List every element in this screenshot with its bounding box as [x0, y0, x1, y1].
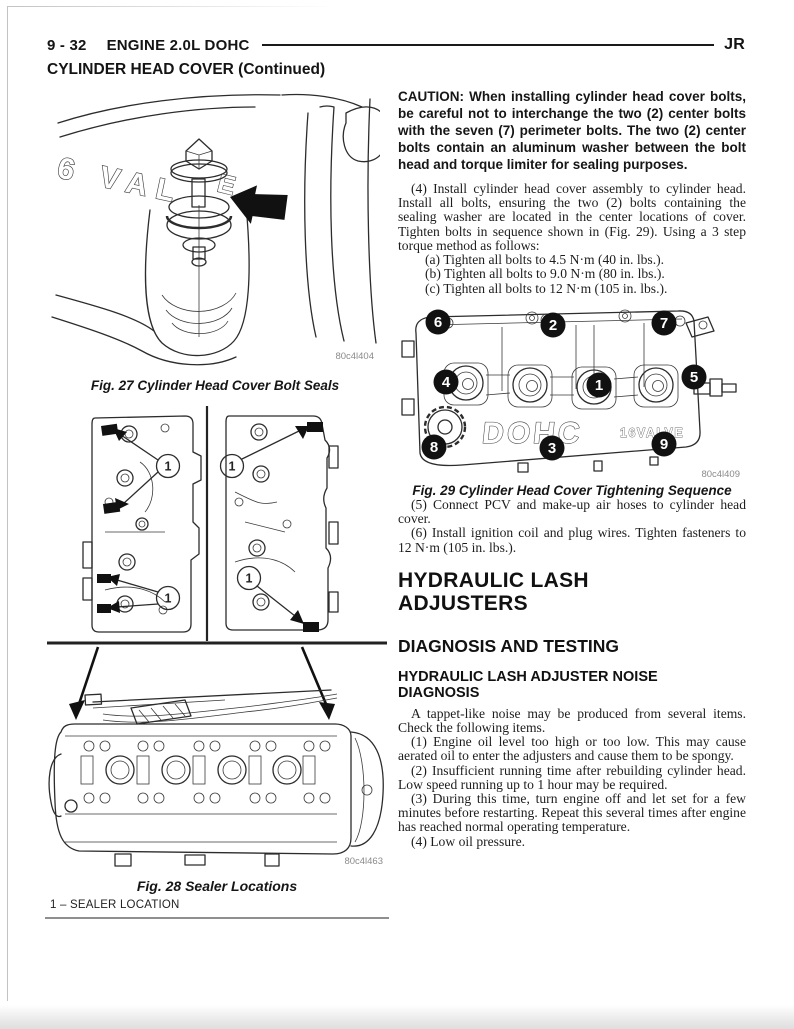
substep-c: (c) Tighten all bolts to 12 N·m (105 in.… — [425, 280, 668, 296]
embossed-valve-text: 6 VAL — [55, 152, 187, 211]
page-number: 9 - 32 — [47, 36, 87, 54]
head-end-view-left — [82, 415, 202, 633]
sequence-badge: 7 — [660, 315, 668, 332]
fig27-illustration: 6 VAL E — [51, 93, 380, 366]
callout-1: 1 — [229, 460, 236, 474]
fig28-code: 80c4l463 — [344, 856, 383, 867]
caution-note: CAUTION: When installing cylinder head c… — [398, 89, 746, 172]
cylinder-head-overview — [48, 689, 384, 867]
step-6-text: (6) Install ignition coil and plug wires… — [398, 525, 746, 555]
callout-1: 1 — [165, 592, 172, 606]
callout-1: 1 — [246, 572, 253, 586]
sequence-badge: 1 — [595, 377, 603, 394]
right-column: CAUTION: When installing cylinder head c… — [398, 88, 746, 849]
subsection-title: CYLINDER HEAD COVER (Continued) — [47, 61, 326, 78]
sequence-badge: 5 — [690, 369, 698, 386]
header-rule — [261, 44, 715, 46]
bolt-seal-drawing — [165, 138, 233, 267]
substep-a: (a) Tighten all bolts to 4.5 N·m (40 in.… — [425, 252, 665, 268]
section-heading: HYDRAULIC LASH ADJUSTERS — [398, 568, 589, 615]
section-title: ENGINE 2.0L DOHC — [106, 36, 250, 54]
sequence-badge: 9 — [660, 436, 668, 453]
fig29-illustration: DOHC 16VALVE 6 2 7 4 — [401, 309, 740, 480]
spark-plug-wells — [443, 362, 679, 410]
fig29-caption: Fig. 29 Cylinder Head Cover Tightening S… — [412, 482, 732, 498]
fig27-code: 80c4l404 — [335, 351, 374, 362]
fig29-code: 80c4l409 — [701, 469, 740, 480]
substep-b: (b) Tighten all bolts to 9.0 N·m (80 in.… — [425, 266, 665, 282]
location-arrows — [69, 646, 335, 720]
valve-cover-drawing: DOHC 16VALVE — [401, 309, 737, 473]
head-end-view-right — [225, 415, 339, 632]
page-edge-left — [7, 6, 8, 1001]
fig28-illustration: 1 1 1 1 — [47, 406, 387, 867]
noise-diagnosis-heading: HYDRAULIC LASH ADJUSTER NOISE DIAGNOSIS — [398, 668, 658, 702]
tightening-sequence-badges: 6 2 7 4 1 5 8 3 9 — [421, 309, 707, 461]
sequence-badge: 6 — [434, 314, 442, 331]
legend-rule — [45, 917, 389, 919]
step-5-text: (5) Connect PCV and make-up air hoses to… — [398, 496, 746, 527]
page-edge-top — [7, 6, 337, 7]
page-edge-bottom — [0, 1005, 794, 1029]
cover-text-dohc: DOHC — [481, 417, 585, 450]
diagnosis-item-4: (4) Low oil pressure. — [411, 833, 526, 849]
callout-1: 1 — [165, 460, 172, 474]
fig28-legend: 1 – SEALER LOCATION — [50, 899, 180, 911]
diagnosis-intro: A tappet-like noise may be produced from… — [398, 705, 746, 735]
model-code: JR — [724, 36, 745, 53]
sealer-callouts: 1 1 1 1 — [107, 426, 309, 624]
cover-edge-lines — [304, 98, 380, 344]
diagnosis-item-2: (2) Insufficient running time after rebu… — [398, 762, 746, 792]
diagnosis-and-testing-heading: DIAGNOSIS AND TESTING — [398, 635, 620, 656]
page-header: 9 - 32 ENGINE 2.0L DOHC JR — [47, 36, 745, 54]
pointer-arrow-icon — [230, 185, 288, 224]
sequence-badge: 8 — [430, 439, 438, 456]
diagnosis-item-1: (1) Engine oil level too high or too low… — [398, 734, 746, 764]
fig27-caption: Fig. 27 Cylinder Head Cover Bolt Seals — [90, 378, 340, 393]
step-4-text: (4) Install cylinder head cover assembly… — [398, 181, 746, 253]
sequence-badge: 2 — [549, 317, 557, 334]
diagnosis-item-3: (3) During this time, turn engine off an… — [398, 790, 746, 835]
sequence-badge: 4 — [442, 374, 451, 391]
fig28-caption: Fig. 28 Sealer Locations — [136, 878, 298, 894]
sequence-badge: 3 — [548, 440, 556, 457]
